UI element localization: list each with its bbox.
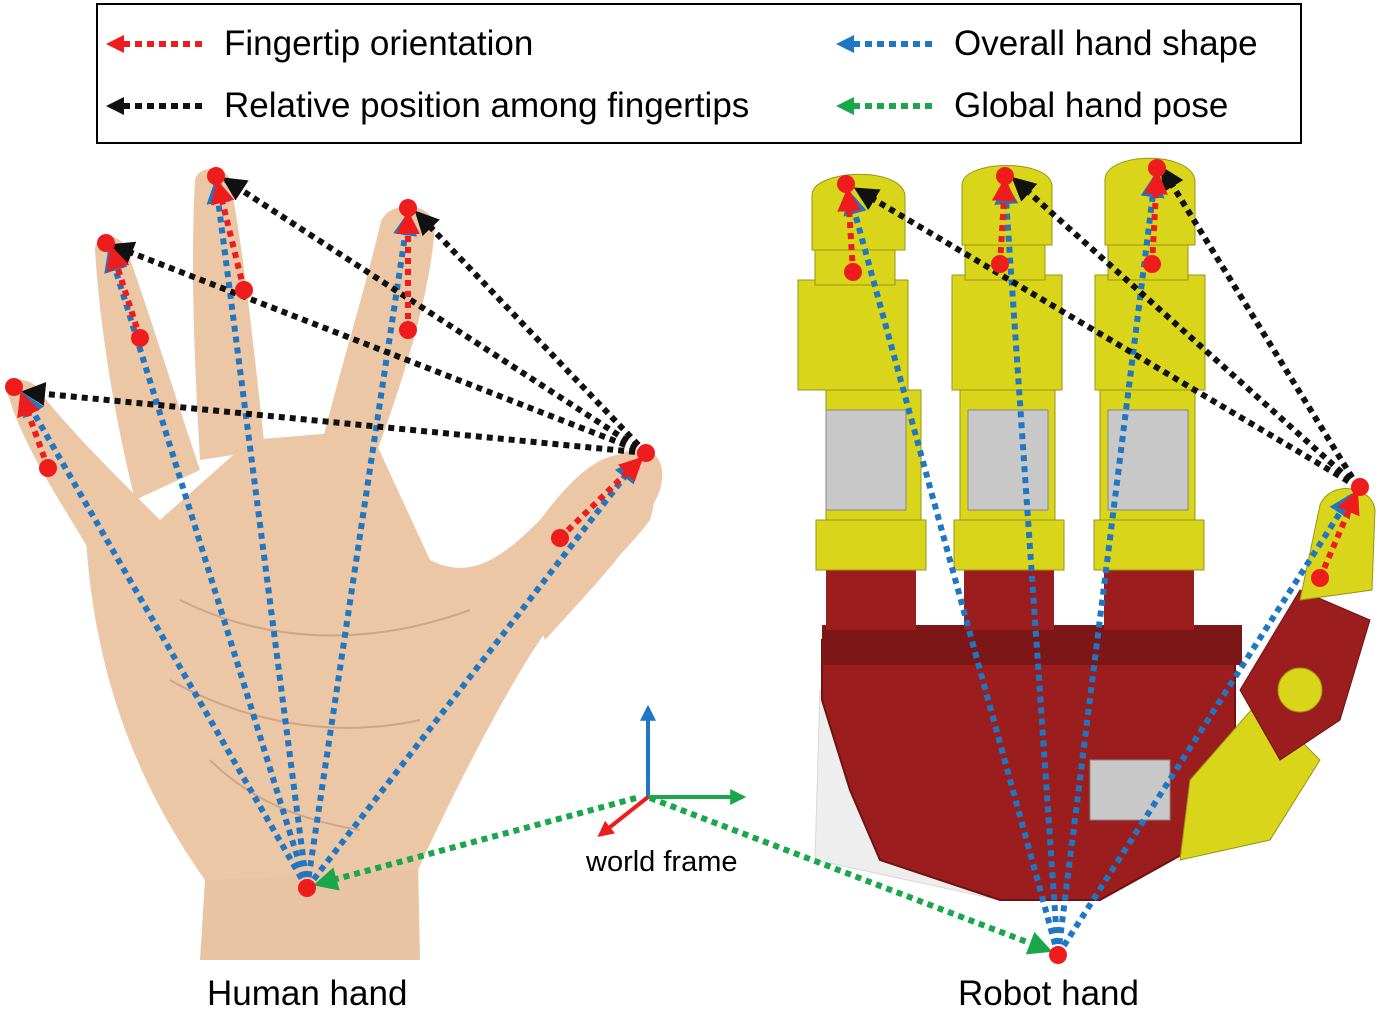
relative-arrow-human-pinky [21,381,647,456]
legend-label: Relative position among fingertips [224,86,750,125]
pose-arrow-robot [648,795,1053,955]
world-frame-axes [597,704,747,837]
keypoint-human-ring-base [131,329,149,347]
keypoint-robot-f2-base [991,255,1009,273]
legend-item-overall-hand-shape: Overall hand shape [836,19,1258,69]
robot-finger-3 [1093,157,1206,630]
keypoint-human-wrist [298,879,316,897]
robot-thumb [1179,488,1376,861]
keypoint-human-middle-tip [207,167,225,185]
legend-item-fingertip-orientation: Fingertip orientation [106,19,533,69]
human-wrist [200,860,420,960]
orient-arrow-human-thumb [557,456,644,541]
legend-black-arrow-icon [106,97,202,115]
human-hand-caption: Human hand [207,974,408,1013]
orient-arrow-human-middle [210,179,247,291]
legend-label: Global hand pose [954,86,1229,125]
orient-arrow-robot-f2 [991,177,1016,265]
legend-label: Overall hand shape [954,24,1258,63]
relative-arrow-human-ring [109,241,648,456]
global-hand-pose-arrows [313,795,1053,955]
keypoint-robot-f2-tip [996,167,1014,185]
relative-arrow-robot-f3 [1160,165,1361,489]
relative-arrow-robot-f1 [853,187,1360,490]
keypoint-robot-thumb-tip [1351,478,1369,496]
robot-hand-caption: Robot hand [958,974,1139,1013]
legend: Fingertip orientation Relative position … [96,3,1302,144]
legend-blue-arrow-icon [836,35,932,53]
legend-item-global-hand-pose: Global hand pose [836,81,1228,131]
keypoint-human-thumb-base [551,529,569,547]
axis-z [597,795,650,837]
shape-arrow-human-thumb [304,458,639,890]
keypoint-robot-f1-base [844,263,862,281]
keypoint-robot-f1-tip [837,175,855,193]
shape-arrow-robot-thumb [1055,492,1353,957]
legend-red-arrow-icon [106,35,202,53]
keypoints [5,159,1369,964]
robot-palm-module [1089,759,1171,821]
keypoint-human-middle-base [235,281,253,299]
keypoint-human-ring-tip [97,234,115,252]
orient-arrow-robot-f3 [1143,170,1168,265]
robot-hand [797,157,1376,901]
legend-green-arrow-icon [836,97,932,115]
robot-finger-2 [951,165,1065,630]
shape-arrow-human-index [304,211,418,889]
keypoint-human-pinky-tip [5,378,23,396]
human-middle [192,168,265,460]
keypoint-human-thumb-tip [637,444,655,462]
fingertip-orientation-arrows [17,170,1360,580]
relative-arrow-human-index [414,210,649,456]
human-thumb [520,449,663,640]
overall-hand-shape-arrows [21,173,1353,957]
robot-palm [821,639,1236,901]
human-hand [7,168,663,960]
keypoint-robot-thumb-base [1311,569,1329,587]
human-pinky [7,379,160,560]
orient-arrow-human-pinky [17,391,51,470]
keypoint-robot-wrist [1049,946,1067,964]
robot-finger-1 [797,173,927,630]
shape-arrow-robot-f3 [1055,173,1165,956]
keypoint-robot-f3-tip [1148,159,1166,177]
shape-arrow-human-ring [104,247,310,889]
orient-arrow-robot-thumb [1317,489,1360,580]
relative-position-arrows [21,165,1361,490]
keypoint-human-index-base [399,321,417,339]
orient-arrow-human-ring [106,245,143,339]
shape-arrow-robot-f2 [994,180,1061,956]
orient-arrow-robot-f1 [837,187,862,273]
legend-label: Fingertip orientation [224,24,534,63]
keypoint-human-pinky-base [39,459,57,477]
legend-item-relative-position: Relative position among fingertips [106,81,749,131]
world-frame-label: world frame [586,846,738,878]
shape-arrow-human-middle [206,179,310,889]
relative-arrow-human-middle [221,177,648,456]
human-palm [85,430,654,880]
keypoint-human-index-tip [399,199,417,217]
keypoint-robot-f3-base [1143,255,1161,273]
